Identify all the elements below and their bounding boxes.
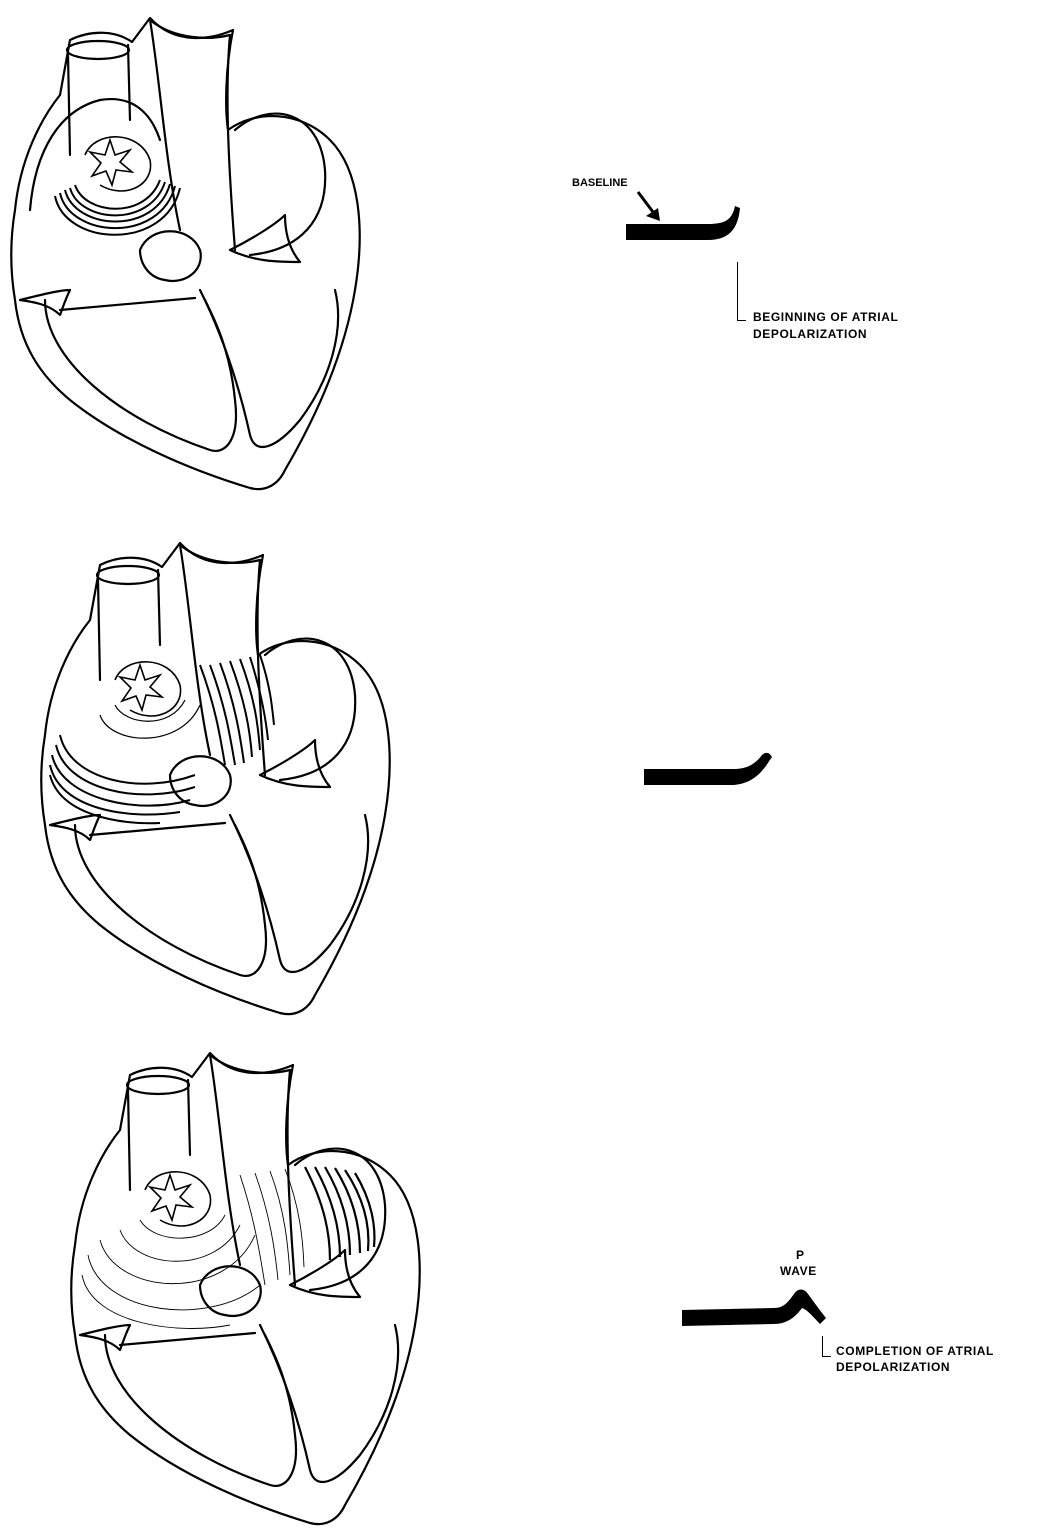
sa-node-star-2: [115, 662, 181, 716]
ecg-trace-beginning: [620, 200, 750, 250]
p-wave-label-line2: WAVE: [780, 1264, 817, 1279]
depolarization-arcs-2: [50, 655, 274, 823]
heart-diagram-1: [0, 0, 480, 505]
event-label-completion-line2: DEPOLARIZATION: [836, 1360, 950, 1375]
ecg-trace-completion: [676, 1278, 836, 1338]
sa-node-star-3: [145, 1172, 211, 1226]
event-label-beginning-line1: BEGINNING OF ATRIAL: [753, 310, 898, 325]
depolarization-arcs-1: [55, 180, 180, 235]
baseline-label: BASELINE: [572, 176, 628, 191]
heart-diagram-2: [0, 515, 480, 1020]
event-label-beginning-line2: DEPOLARIZATION: [753, 327, 867, 342]
event-label-completion-line1: COMPLETION OF ATRIAL: [836, 1344, 994, 1359]
panel-completion: P WAVE COMPLETION OF ATRIAL DEPOLARIZATI…: [0, 1020, 1049, 1530]
ecg-trace-spreading: [638, 747, 788, 797]
event-marker-completion: [822, 1336, 831, 1357]
event-marker-beginning: [737, 262, 746, 321]
p-wave-label-line1: P: [796, 1248, 805, 1263]
heart-diagram-3: [0, 1020, 480, 1531]
panel-beginning: BASELINE BEGINNING OF ATRIAL DEPOLARIZAT…: [0, 0, 1049, 510]
panel-spreading: [0, 515, 1049, 1025]
sa-node-star-1: [85, 137, 151, 191]
